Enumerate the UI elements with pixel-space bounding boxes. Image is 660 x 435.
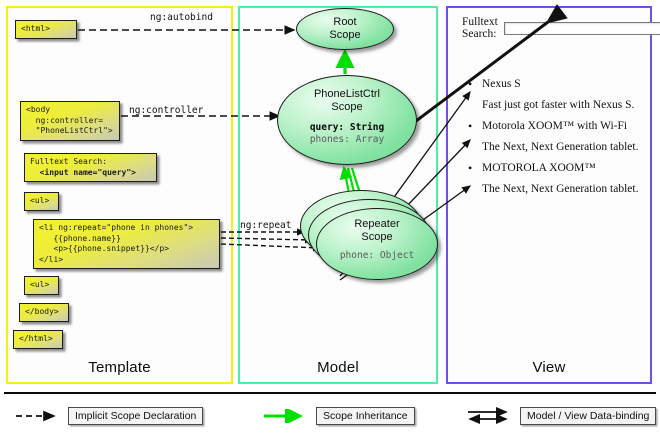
legend: Implicit Scope Declaration Scope Inherit…	[0, 400, 660, 434]
code-box-ul-open: <ul>	[24, 192, 59, 211]
code-line: <p>{{phone.snippet}}</p>	[39, 244, 170, 253]
list-item-snippet: Fast just got faster with Nexus S.	[482, 99, 635, 111]
code-line: </html>	[19, 334, 53, 343]
code-line: <ul>	[30, 280, 50, 289]
code-box-ul-close: <ul>	[24, 276, 59, 295]
code-box-html-open: <html>	[15, 20, 77, 39]
column-title-template: Template	[88, 359, 151, 376]
connector-label-repeat: ng:repeat	[240, 220, 292, 231]
list-item-snippet: The Next, Next Generation tablet.	[482, 183, 639, 195]
code-line: Fulltext Search:	[30, 157, 108, 166]
list-item: Motorola XOOM™ with Wi-Fi	[456, 119, 642, 134]
phonelistctrl-scope-ellipse: PhoneListCtrl Scope query: String phones…	[277, 75, 417, 165]
code-line: "PhoneListCtrl">	[26, 126, 113, 135]
root-scope-ellipse: Root Scope	[296, 8, 394, 50]
legend-arrow-dashed-icon	[16, 410, 56, 422]
phone-list: Nexus S Fast just got faster with Nexus …	[456, 77, 642, 195]
root-scope-title-line1: Root	[333, 16, 357, 28]
repeater-prop-phone: phone: Object	[339, 250, 415, 261]
legend-divider	[4, 392, 656, 394]
fulltext-search-label: Fulltext Search:	[462, 16, 498, 40]
code-line: <body	[26, 105, 51, 114]
code-line: ng:controller=	[26, 115, 104, 125]
phonelistctrl-scope-title-line1: PhoneListCtrl	[313, 88, 381, 100]
repeater-scope-ellipse: Repeater Scope phone: Object	[316, 208, 438, 280]
column-title-model: Model	[317, 359, 359, 376]
code-box-fulltext-search: Fulltext Search: <input name="query">	[24, 153, 157, 182]
column-title-view: View	[532, 359, 566, 376]
phonelistctrl-scope-title-line2: Scope	[331, 100, 363, 113]
code-box-li-repeat: <li ng:repeat="phone in phones"> {{phone…	[33, 219, 220, 269]
rendered-app: Fulltext Search: Nexus S Fast just got f…	[456, 16, 660, 195]
code-box-html-close: </html>	[13, 330, 63, 349]
legend-item-implicit: Implicit Scope Declaration	[14, 407, 204, 425]
legend-item-databinding: Model / View Data-binding	[466, 407, 657, 425]
root-scope-title-line2: Scope	[329, 28, 361, 41]
list-item: MOTOROLA XOOM™	[456, 161, 642, 176]
code-line: </body>	[25, 307, 59, 316]
legend-label-databinding: Model / View Data-binding	[520, 407, 657, 425]
legend-label-implicit: Implicit Scope Declaration	[68, 407, 204, 425]
connector-label-autobind: ng:autobind	[150, 12, 213, 23]
search-input[interactable]	[503, 21, 660, 35]
repeater-scope-title-line2: Scope	[361, 230, 393, 243]
repeater-scope-title-line1: Repeater	[354, 218, 400, 230]
list-item-snippet: The Next, Next Generation tablet.	[482, 141, 639, 153]
code-line: <ul>	[30, 196, 50, 205]
fulltext-search-row: Fulltext Search:	[462, 16, 660, 40]
code-line: <li ng:repeat="phone in phones">	[39, 223, 194, 232]
connector-label-controller: ng:controller	[129, 105, 204, 116]
legend-arrow-green-icon	[264, 409, 303, 423]
phonelistctrl-prop-phones: phones: Array	[309, 133, 385, 145]
code-line: <html>	[21, 24, 50, 33]
phonelistctrl-prop-query: query: String	[309, 122, 385, 133]
code-box-body-controller: <body ng:controller= "PhoneListCtrl">	[20, 101, 120, 141]
code-box-body-close: </body>	[19, 303, 69, 322]
code-line: </li>	[39, 254, 64, 264]
legend-item-inheritance: Scope Inheritance	[262, 407, 415, 425]
list-item: Nexus S	[456, 77, 642, 92]
legend-arrow-double-icon	[468, 407, 508, 425]
legend-label-inheritance: Scope Inheritance	[316, 407, 415, 425]
code-line-bold: <input name="query">	[30, 167, 136, 177]
column-view: View Fulltext Search: Nexus S Fast just …	[446, 6, 660, 384]
code-line: {{phone.name}}	[39, 233, 121, 243]
